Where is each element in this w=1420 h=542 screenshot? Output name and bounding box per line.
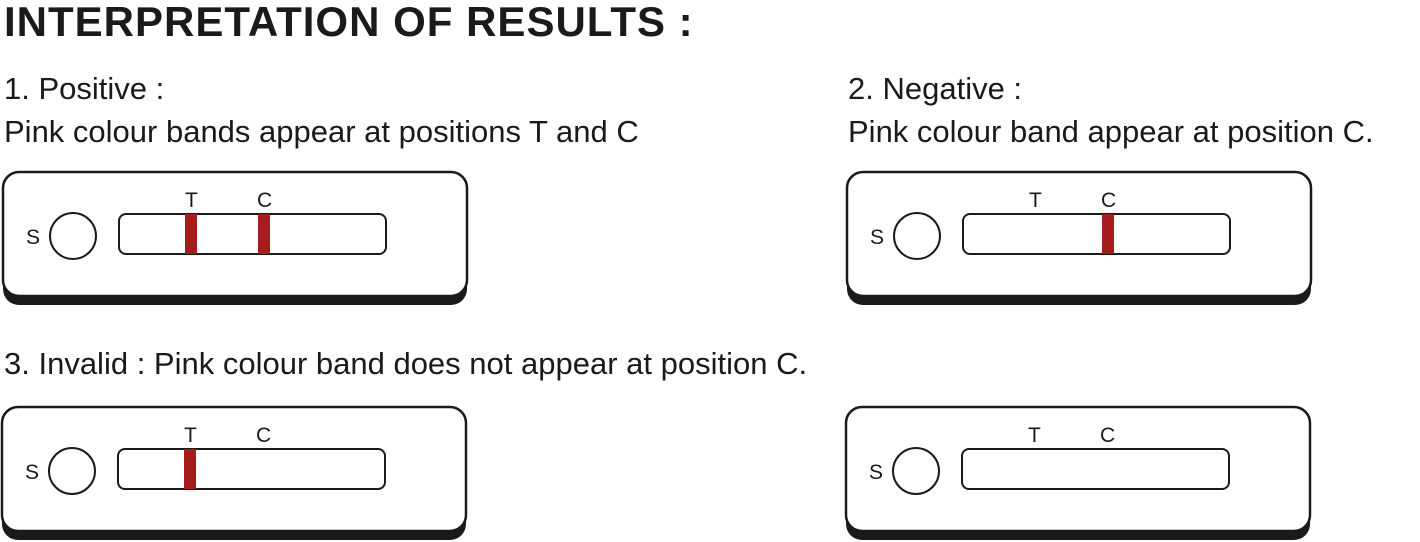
sample-label: S — [26, 226, 41, 249]
test-device-invalid-1: S T C — [0, 405, 468, 542]
negative-heading: 2. Negative : — [848, 71, 1023, 106]
t-band — [185, 214, 197, 254]
sample-well-icon — [892, 447, 940, 495]
sample-label: S — [25, 461, 40, 484]
result-window — [118, 213, 387, 255]
c-label: C — [256, 424, 272, 447]
sample-well-icon — [49, 212, 97, 260]
negative-description: Pink colour band appear at position C. — [848, 114, 1374, 149]
t-label: T — [1028, 424, 1041, 447]
t-label: T — [185, 189, 198, 212]
t-label: T — [184, 424, 197, 447]
sample-label: S — [869, 461, 884, 484]
test-device-invalid-2: S T C — [844, 405, 1312, 542]
c-band — [1102, 214, 1114, 254]
sample-well-icon — [893, 212, 941, 260]
test-device-positive: S T C — [1, 170, 469, 307]
result-window — [962, 213, 1231, 255]
sample-label: S — [870, 226, 885, 249]
cassette-outline — [845, 170, 1313, 305]
positive-heading: 1. Positive : — [4, 71, 165, 106]
c-label: C — [257, 189, 273, 212]
t-band — [184, 449, 196, 489]
page-title: INTERPRETATION OF RESULTS : — [4, 0, 694, 45]
c-label: C — [1101, 189, 1117, 212]
invalid-heading: 3. Invalid : Pink colour band does not a… — [4, 346, 808, 381]
cassette-outline — [1, 170, 469, 305]
cassette-outline — [0, 405, 468, 540]
c-label: C — [1100, 424, 1116, 447]
result-window — [961, 448, 1230, 490]
cassette-outline — [844, 405, 1312, 540]
result-window — [117, 448, 386, 490]
c-band — [258, 214, 270, 254]
sample-well-icon — [48, 447, 96, 495]
positive-description: Pink colour bands appear at positions T … — [4, 114, 639, 149]
test-device-negative: S T C — [845, 170, 1313, 307]
t-label: T — [1029, 189, 1042, 212]
